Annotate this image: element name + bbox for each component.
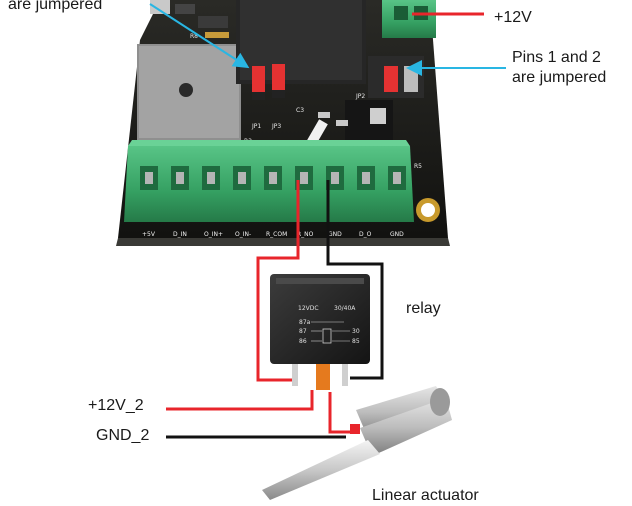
- terminal-pin-label: GND: [390, 231, 404, 238]
- terminal-screw: [331, 172, 339, 184]
- diode: [306, 119, 328, 147]
- wire-12v-2: [166, 390, 314, 411]
- relay-pin-30: 30: [352, 328, 360, 335]
- terminal-pin-label: D_IN: [173, 231, 187, 238]
- top-left-jumper-label: are jumpered: [8, 0, 103, 13]
- terminal-screw: [145, 172, 153, 184]
- jumper-jp1: [252, 66, 265, 96]
- silk-r5: R5: [414, 163, 422, 170]
- terminal-pin-label: R_COM: [266, 231, 287, 238]
- arrow-top-left: [149, 3, 250, 69]
- silk-c3: C3: [296, 107, 304, 114]
- terminal-screw: [393, 172, 401, 184]
- terminal-pin-labels: +5V D_IN O_IN+ O_IN- R_COM R_NO GND D_O GND: [142, 231, 404, 238]
- relay-pin-86: 86: [299, 338, 307, 345]
- terminal-pin-label: D_O: [359, 231, 372, 238]
- relay-module: 12VDC 30/40A 87a 87 86 30 85: [270, 274, 370, 390]
- silk-jp2: JP2: [355, 93, 365, 100]
- relay-pin-87: 87: [299, 328, 307, 335]
- relay-pin-87a: 87a: [299, 319, 311, 326]
- terminal-pin-label: R_NO: [297, 231, 314, 238]
- terminal-screw: [300, 172, 308, 184]
- relay-label: relay: [406, 300, 441, 317]
- terminal-screw: [362, 172, 370, 184]
- actuator-label: Linear actuator: [372, 487, 479, 504]
- terminal-pin-label: O_IN+: [204, 231, 223, 238]
- terminal-screw: [207, 172, 215, 184]
- terminal-screw: [176, 172, 184, 184]
- pins-jumpered-line2: are jumpered: [512, 69, 607, 86]
- relay-current: 30/40A: [334, 305, 356, 312]
- ground-2-label: GND_2: [96, 427, 150, 444]
- silk-jp3: JP3: [271, 123, 281, 130]
- jumper-jp3: [272, 64, 285, 94]
- terminal-block: [124, 140, 414, 222]
- terminal-pin-label: +5V: [142, 231, 156, 238]
- relay-voltage: 12VDC: [298, 305, 319, 312]
- power-2-label: +12V_2: [88, 397, 144, 414]
- terminal-screw: [269, 172, 277, 184]
- relay-pin-85: 85: [352, 338, 360, 345]
- power-in-label: +12V: [494, 9, 532, 26]
- wire-relay-actuator: [328, 392, 352, 434]
- silk-r8: R8: [190, 33, 198, 40]
- terminal-pin-label: O_IN-: [235, 231, 251, 238]
- wire-r-no-red: [256, 180, 300, 382]
- pins-jumpered-line1: Pins 1 and 2: [512, 49, 601, 66]
- silk-jp1: JP1: [251, 123, 261, 130]
- terminal-pin-label: GND: [328, 231, 342, 238]
- terminal-screw: [238, 172, 246, 184]
- wire-gnd-black: [326, 180, 384, 380]
- linear-actuator: [262, 386, 452, 500]
